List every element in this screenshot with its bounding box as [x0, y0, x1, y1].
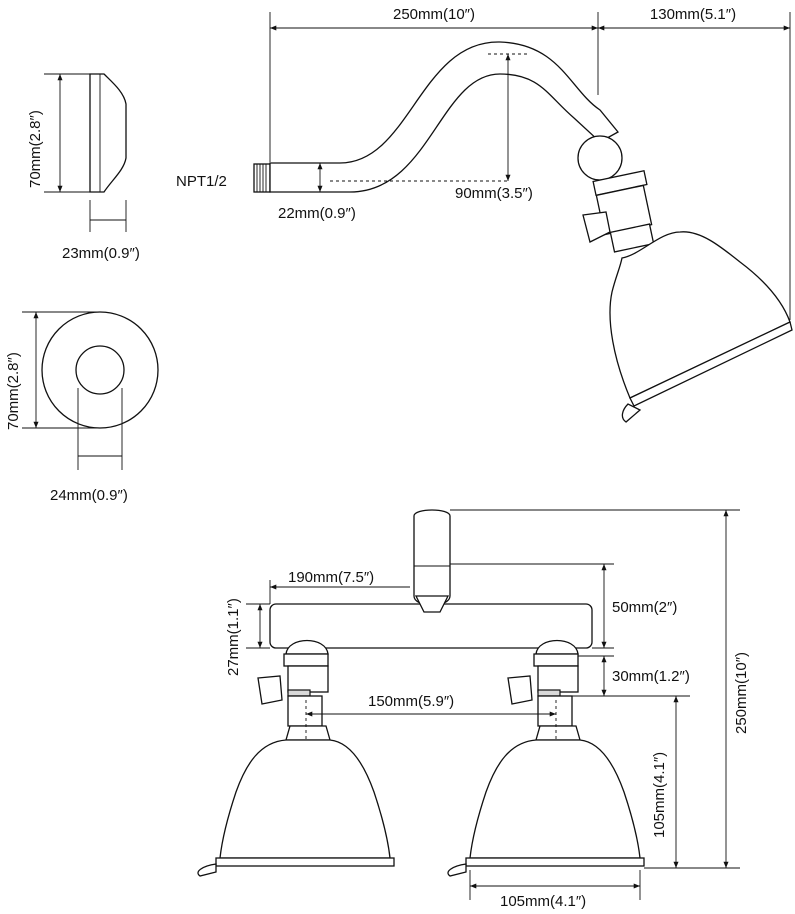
- right-head: [447, 640, 645, 877]
- bar-drop-label: 50mm(2″): [612, 599, 677, 616]
- ball-joint: [577, 135, 623, 181]
- top-arm-assembly: [253, 12, 793, 423]
- inlet-pipe: [413, 509, 451, 606]
- rise-label: 90mm(3.5″): [455, 185, 533, 202]
- arm-length-label: 250mm(10″): [393, 6, 475, 23]
- thread-label: NPT1/2: [176, 173, 227, 190]
- bar-length-label: 190mm(7.5″): [288, 569, 374, 586]
- flange-side-height-label: 70mm(2.8″): [27, 110, 44, 188]
- head-height-label: 105mm(4.1″): [651, 752, 668, 838]
- flange-front-view: [22, 311, 159, 470]
- flange-side-view: [44, 73, 127, 232]
- bar-height-label: 27mm(1.1″): [225, 598, 242, 676]
- wing-nut: [582, 211, 611, 243]
- pipe-dia-label: 22mm(0.9″): [278, 205, 356, 222]
- flange-front-height-label: 70mm(2.8″): [5, 352, 22, 430]
- flange-front-width-label: 24mm(0.9″): [50, 487, 128, 504]
- dual-head-assembly: [197, 509, 740, 900]
- s-arm-pipe: [269, 41, 619, 193]
- head-dia-label: 105mm(4.1″): [500, 893, 586, 910]
- ball-drop-label: 30mm(1.2″): [612, 668, 690, 685]
- head-spacing-label: 150mm(5.9″): [368, 693, 454, 710]
- left-head: [197, 640, 395, 877]
- total-height-label: 250mm(10″): [733, 652, 750, 734]
- flange-side-depth-label: 23mm(0.9″): [62, 245, 140, 262]
- drop-length-label: 130mm(5.1″): [650, 6, 736, 23]
- shower-head-top: [609, 231, 791, 399]
- thread-inlet: [253, 163, 271, 193]
